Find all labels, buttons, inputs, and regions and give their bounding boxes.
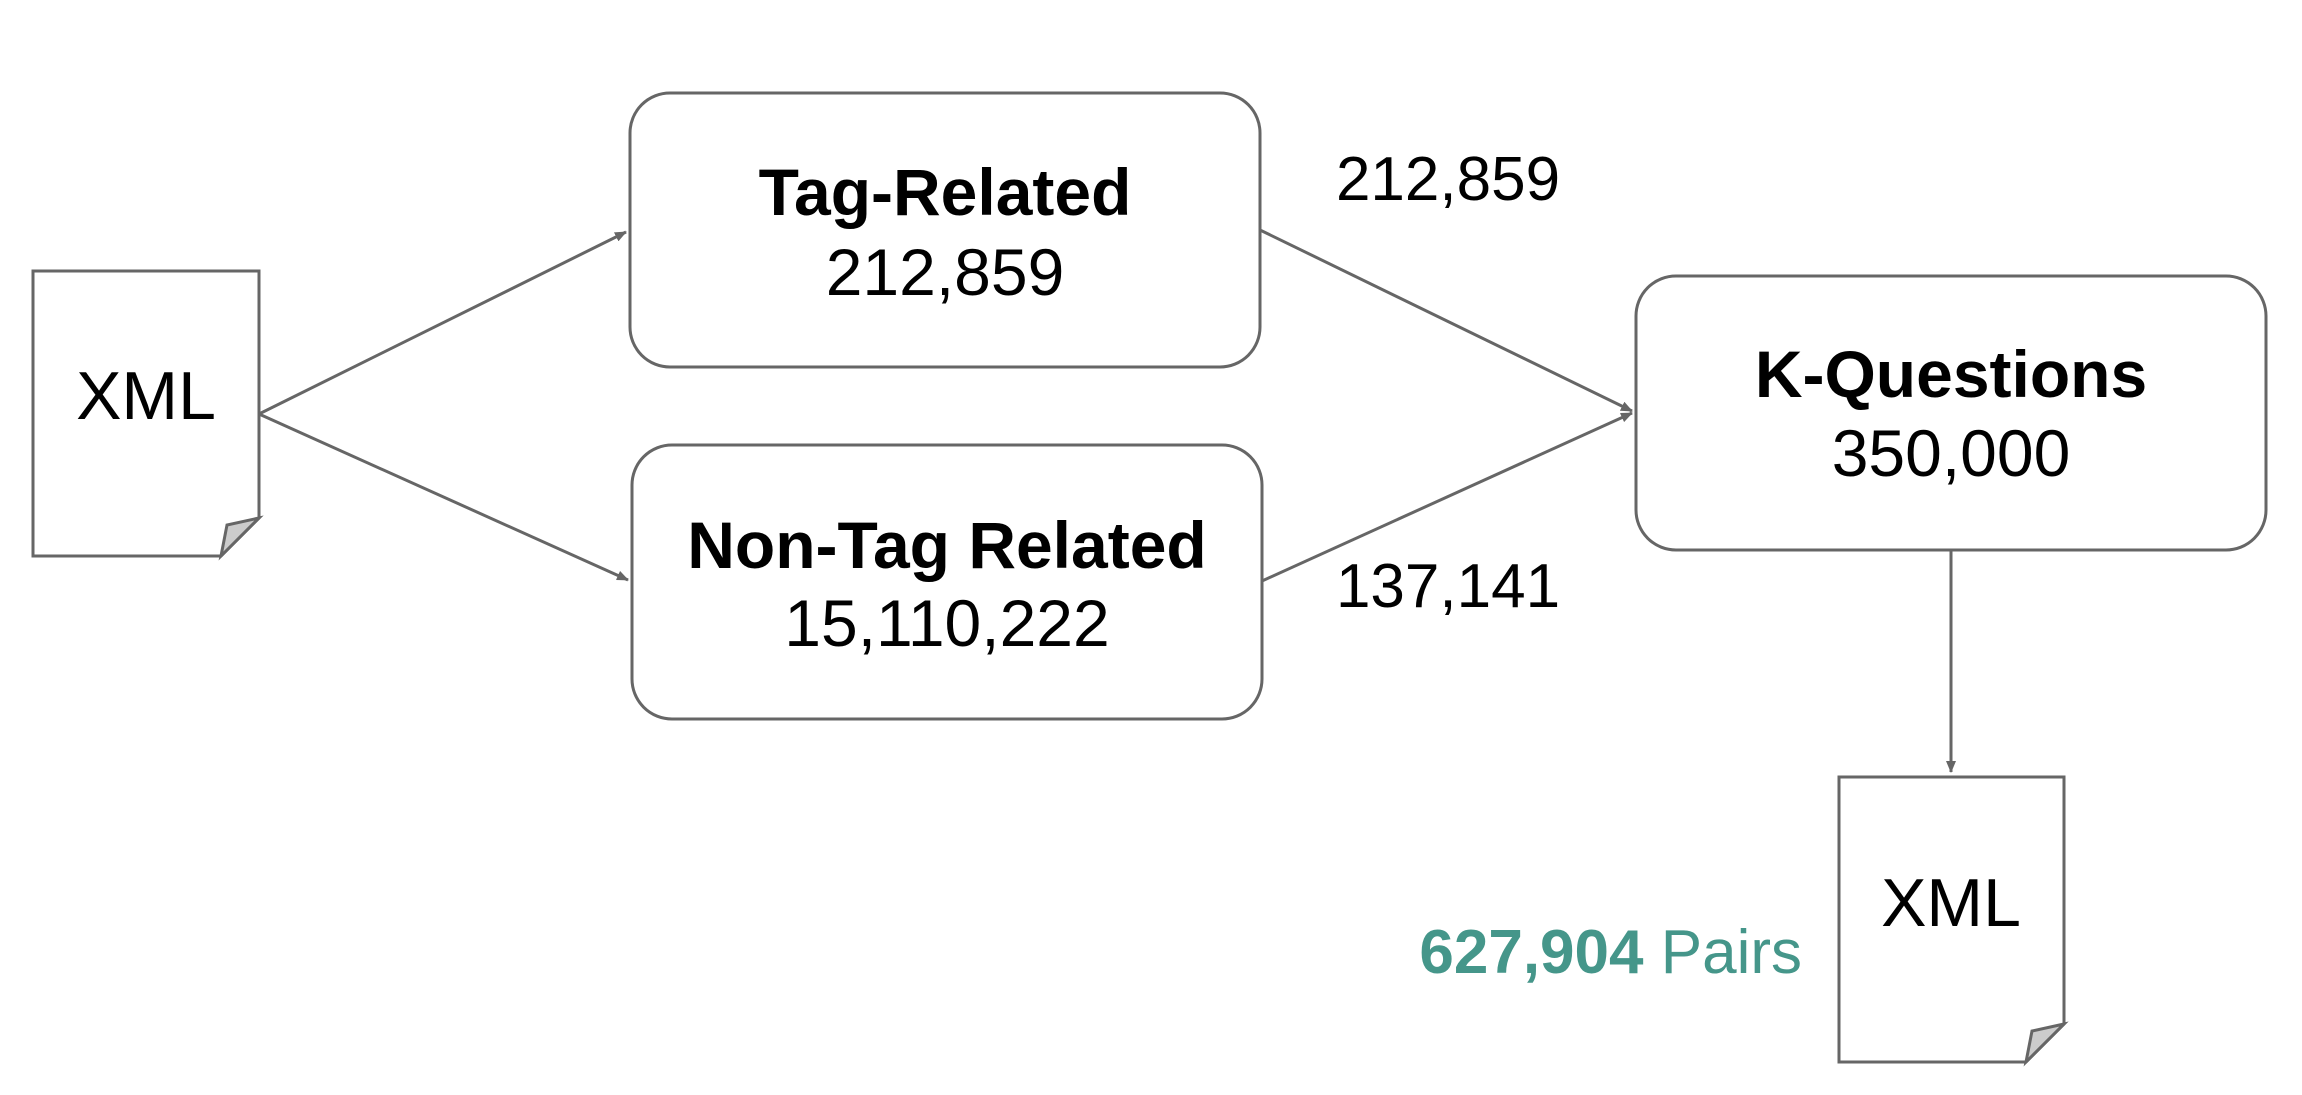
- xml-output-document: XML: [1837, 775, 2069, 1067]
- non-tag-related-title: Non-Tag Related: [687, 508, 1206, 582]
- tag-related-box: [628, 91, 1262, 369]
- document-fold: [218, 515, 264, 561]
- arrow-xml-to-non-tag-related: [258, 412, 629, 582]
- xml-output-label: XML: [1881, 865, 2021, 941]
- pairs-unit: Pairs: [1661, 918, 1802, 987]
- non-tag-related-box: [630, 443, 1264, 721]
- pairs-count: 627,904: [1419, 918, 1644, 987]
- k-questions-node: K-Questions 350,000: [1634, 274, 2268, 552]
- tag-related-count: 212,859: [826, 235, 1065, 309]
- k-questions-box: [1634, 274, 2268, 552]
- document-fold: [2023, 1021, 2069, 1067]
- edge-label-nontag-to-k: 137,141: [1336, 552, 1560, 621]
- xml-input-label: XML: [76, 358, 216, 434]
- tag-related-node: Tag-Related 212,859: [628, 91, 1262, 369]
- xml-input-document: XML: [31, 269, 264, 561]
- non-tag-related-count: 15,110,222: [784, 586, 1109, 660]
- non-tag-related-node: Non-Tag Related 15,110,222: [630, 443, 1264, 721]
- edge-label-tag-to-k: 212,859: [1336, 145, 1560, 214]
- arrow-xml-to-tag-related: [258, 230, 627, 416]
- arrow-tag-related-to-k-questions: [1259, 228, 1633, 413]
- k-questions-title: K-Questions: [1755, 337, 2147, 411]
- tag-related-title: Tag-Related: [759, 155, 1132, 229]
- arrow-non-tag-related-to-k-questions: [1261, 411, 1633, 583]
- pairs-label: 627,904 Pairs: [1419, 918, 1802, 987]
- k-questions-count: 350,000: [1832, 416, 2071, 490]
